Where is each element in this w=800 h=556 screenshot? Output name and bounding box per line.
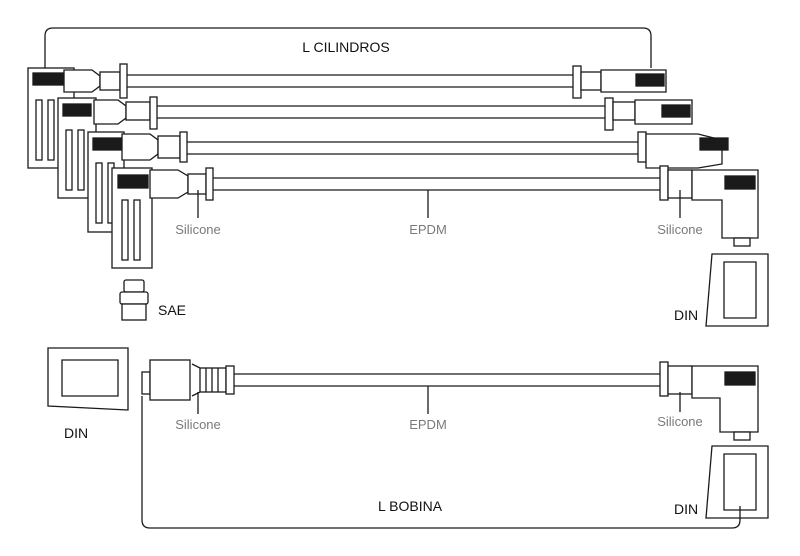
sae-label: SAE xyxy=(158,302,186,318)
l-bobina-label: L BOBINA xyxy=(378,498,443,514)
l-bobina-bracket xyxy=(141,396,741,529)
silicone-label-top-right: Silicone xyxy=(657,222,703,237)
cylinder-cable-1 xyxy=(27,63,667,169)
silicone-label-top-left: Silicone xyxy=(175,222,221,237)
din-terminal-left-icon xyxy=(47,347,129,411)
din-label-top-right: DIN xyxy=(674,307,698,323)
silicone-label-bottom-left: Silicone xyxy=(175,417,221,432)
din-label-left: DIN xyxy=(64,425,88,441)
silicone-label-bottom-right: Silicone xyxy=(657,414,703,429)
sae-terminal-icon xyxy=(119,279,149,321)
l-cilindros-label: L CILINDROS xyxy=(302,39,389,55)
epdm-label-bottom: EPDM xyxy=(409,417,447,432)
epdm-label-top: EPDM xyxy=(409,222,447,237)
din-terminal-top-icon xyxy=(705,253,769,327)
l-cilindros-bracket xyxy=(44,27,652,68)
din-label-bottom-right: DIN xyxy=(674,501,698,517)
din-terminal-bottom-icon xyxy=(705,445,769,519)
bobina-cable xyxy=(141,359,759,441)
cylinder-cable-4 xyxy=(111,165,759,269)
